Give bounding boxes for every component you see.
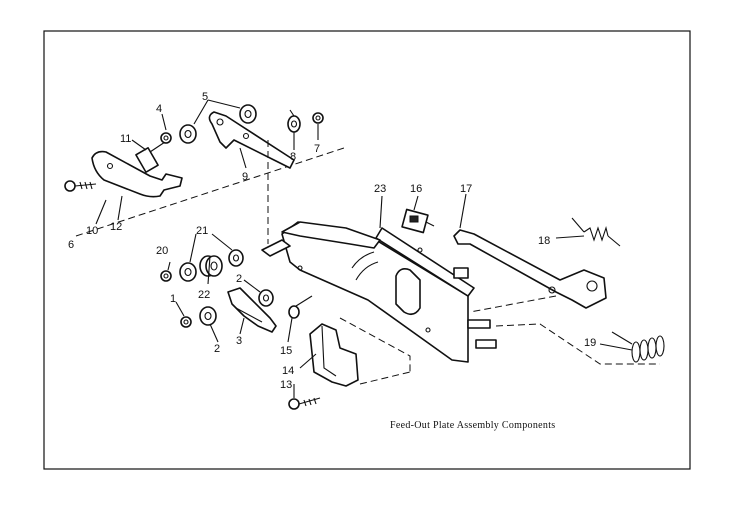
callout-3: 3: [236, 335, 242, 347]
part-5-washer-b: [239, 104, 257, 124]
part-18-spring: [571, 217, 621, 247]
callout-17: 17: [460, 183, 472, 195]
part-21-washer-a: [179, 262, 197, 282]
callout-11: 11: [120, 133, 131, 145]
diagram-caption: Feed-Out Plate Assembly Components: [390, 420, 555, 431]
callout-20: 20: [156, 245, 168, 257]
part-5-washer-a: [179, 124, 197, 144]
part-2-washer-b: [258, 289, 274, 307]
part-10-screw: [64, 180, 97, 192]
assembly-line-17: [469, 295, 557, 313]
callout-1: 1: [170, 293, 176, 305]
callout-labels: 1 2 2 3 4 5 6 7 8 9 10 11 12 13 14 15 16…: [68, 91, 596, 391]
assembly-line-6: [75, 147, 345, 237]
part-2-washer-a: [199, 306, 217, 326]
callout-16: 16: [410, 183, 422, 195]
part-13-screw: [288, 397, 321, 410]
part-16-switch: [401, 208, 435, 234]
callout-5: 5: [202, 91, 208, 103]
part-22-spacer: [199, 255, 223, 277]
assembly-line-13: [359, 371, 411, 385]
part-3-latch: [227, 287, 277, 333]
assembly-line-19: [495, 323, 660, 365]
part-20-nut: [160, 270, 172, 282]
callout-18: 18: [538, 235, 550, 247]
diagram-frame: [43, 30, 691, 470]
callout-8: 8: [290, 151, 296, 163]
callout-23: 23: [374, 183, 386, 195]
callout-2b: 2: [214, 343, 220, 355]
callout-7: 7: [314, 143, 320, 155]
part-4-nut: [160, 132, 172, 144]
part-12-bracket: [91, 150, 183, 198]
callout-19: 19: [584, 337, 596, 349]
callout-10: 10: [86, 225, 98, 237]
part-8-spacer: [287, 115, 301, 133]
part-17-arm: [453, 229, 607, 309]
callout-21: 21: [196, 225, 208, 237]
part-9-lever: [208, 111, 295, 169]
part-14-cover: [309, 323, 359, 387]
callout-13: 13: [280, 379, 292, 391]
part-15-screw: [288, 295, 313, 319]
callout-22: 22: [198, 289, 210, 301]
part-1-nut: [180, 316, 192, 328]
part-23-main-plate: [281, 221, 497, 363]
part-19-spring: [611, 331, 665, 363]
plate-lever: [261, 221, 381, 257]
callout-9: 9: [242, 171, 248, 183]
leader-lines: [95, 99, 633, 398]
part-7-nut: [312, 112, 324, 124]
assembly-line-14: [339, 317, 411, 372]
callout-6: 6: [68, 239, 74, 251]
callout-2a: 2: [236, 273, 242, 285]
part-21-washer-b: [228, 249, 244, 267]
callout-15: 15: [280, 345, 292, 357]
callout-4: 4: [156, 103, 162, 115]
part-11-pin: [135, 139, 169, 173]
callout-12: 12: [110, 221, 122, 233]
callout-14: 14: [282, 365, 294, 377]
